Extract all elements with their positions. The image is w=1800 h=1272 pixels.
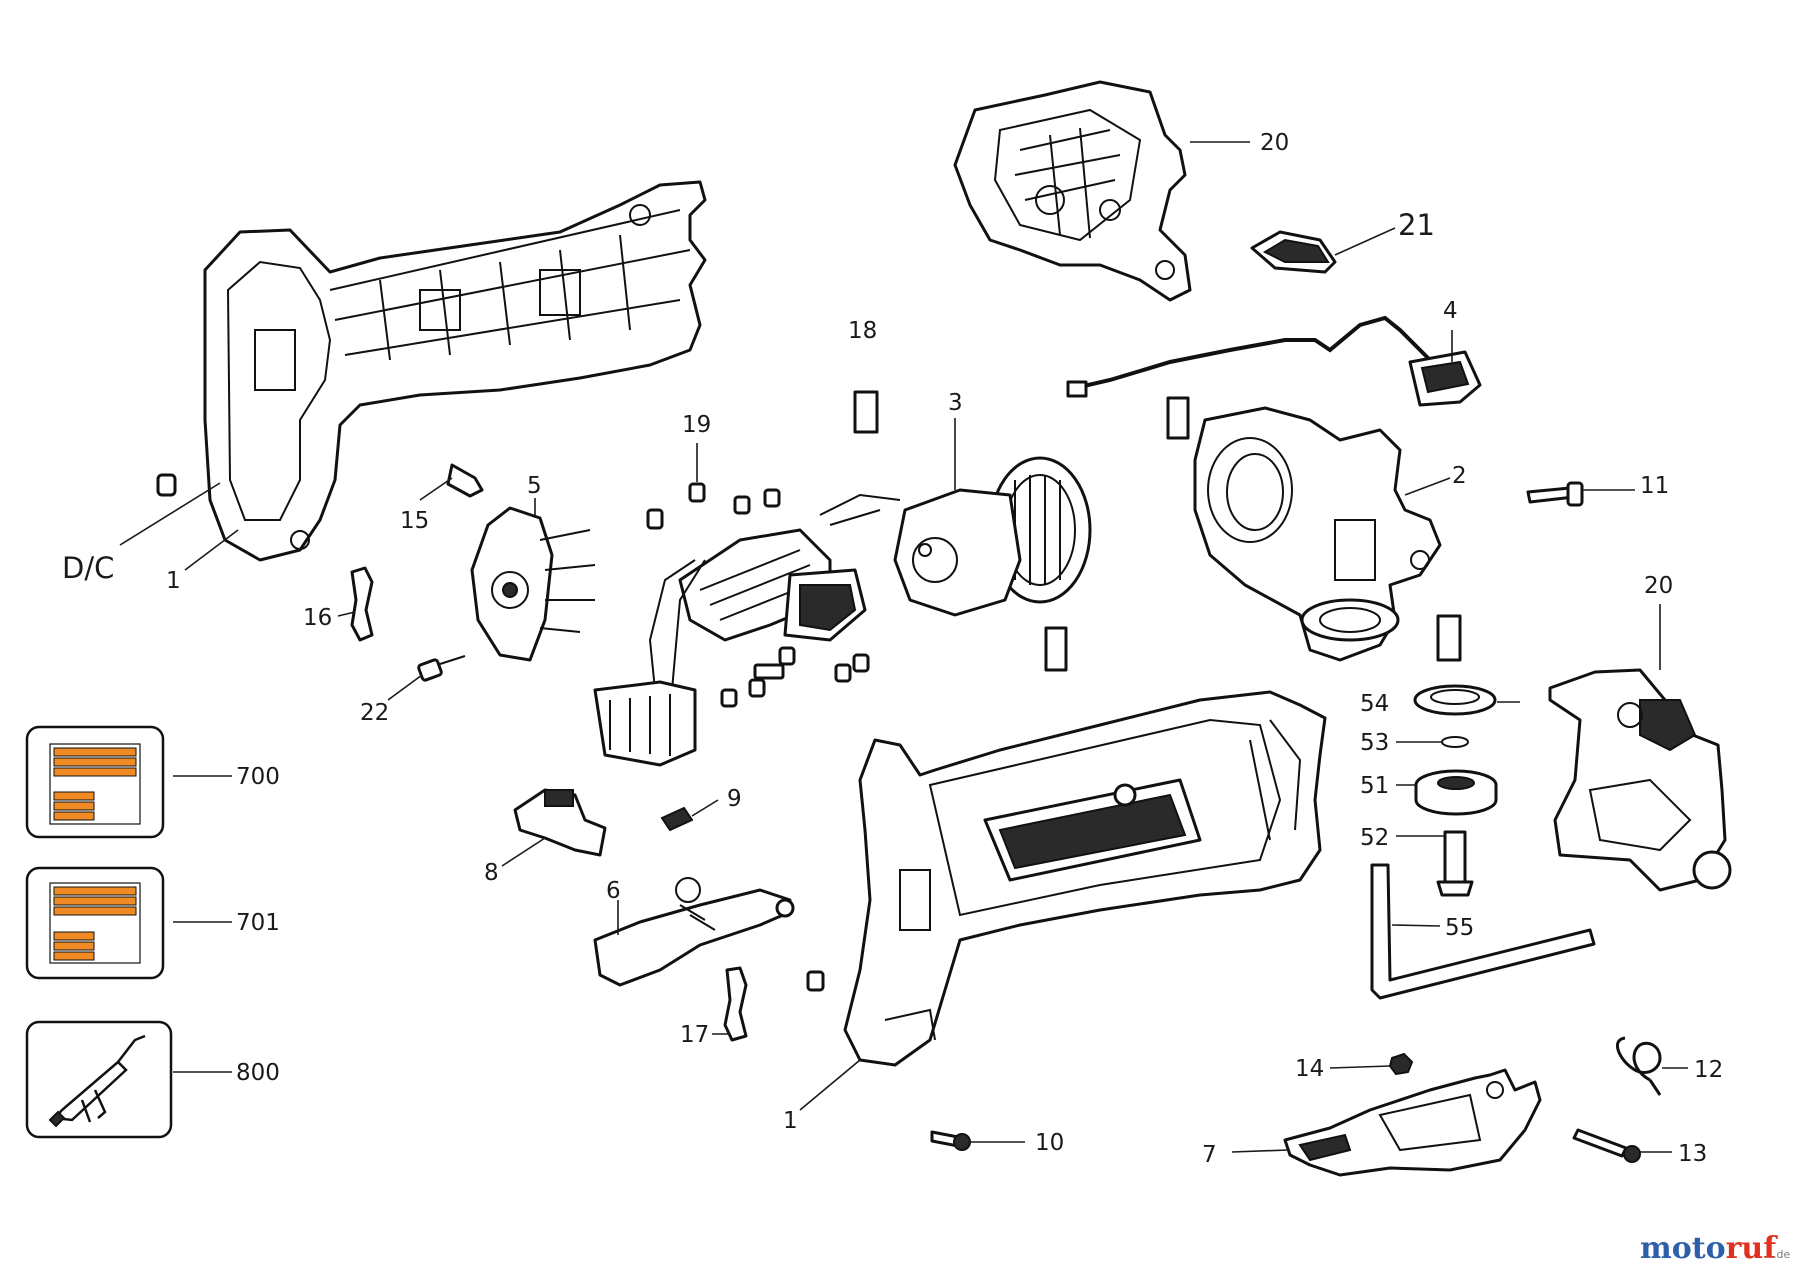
label-22: 22 [360, 700, 389, 726]
accessory-card-800 [25, 1020, 173, 1139]
part-4-cable-sensor [1066, 315, 1482, 407]
part-10-screw [930, 1130, 971, 1151]
label-1-lower: 1 [783, 1108, 798, 1134]
part-55-hex-key [1370, 863, 1596, 1000]
label-2: 2 [1452, 463, 1467, 489]
grease-gun-icon [52, 1034, 146, 1123]
watermark-suffix: .de [1773, 1248, 1790, 1261]
label-9: 9 [727, 786, 742, 812]
label-card-701 [25, 866, 165, 980]
label-21: 21 [1398, 208, 1435, 242]
part-20-housing-cover [953, 80, 1192, 302]
label-20-top: 20 [1260, 130, 1289, 156]
part-9-spring [660, 806, 694, 832]
label-4: 4 [1443, 298, 1458, 324]
part-number-labels: 20 21 18 4 3 19 5 15 2 11 D/C 1 16 22 20… [62, 130, 1723, 1168]
part-12-spring [1615, 1036, 1662, 1096]
part-16-clip [350, 566, 374, 642]
part-22-screw [417, 655, 466, 682]
label-20-right: 20 [1644, 573, 1673, 599]
label-6: 6 [606, 878, 621, 904]
watermark-logo: motoruf .de [1640, 1231, 1790, 1266]
svg-text:motoruf: motoruf [1640, 1231, 1778, 1266]
label-700: 700 [236, 764, 280, 790]
part-6-lock-lever [593, 877, 795, 987]
part-14-nut [1388, 1052, 1414, 1076]
label-1-upper: 1 [166, 568, 181, 594]
part-15-pin [446, 463, 484, 498]
label-8: 8 [484, 860, 499, 886]
label-10: 10 [1035, 1130, 1064, 1156]
part-19-caps [646, 482, 781, 530]
label-15: 15 [400, 508, 429, 534]
label-17: 17 [680, 1022, 709, 1048]
label-54: 54 [1360, 691, 1389, 717]
part-21-switch-button [1250, 230, 1337, 274]
label-53: 53 [1360, 730, 1389, 756]
part-13-screw [1572, 1128, 1641, 1163]
label-16: 16 [303, 605, 332, 631]
part-3-motor-electronics [593, 456, 1092, 767]
label-12: 12 [1694, 1057, 1723, 1083]
part-8-switch-slider [513, 788, 607, 857]
label-52: 52 [1360, 825, 1389, 851]
label-51: 51 [1360, 773, 1389, 799]
label-800: 800 [236, 1060, 280, 1086]
part-1-housing-left-half [203, 180, 707, 562]
part-11-screw [1526, 481, 1584, 507]
label-7: 7 [1202, 1142, 1217, 1168]
part-pads-lower [1044, 614, 1462, 672]
label-19: 19 [682, 412, 711, 438]
part-53-o-ring [1441, 736, 1469, 748]
label-card-700 [25, 725, 165, 839]
part-5-baffle [470, 506, 596, 662]
part-17-clip [723, 966, 748, 1042]
part-1-housing-right-half [843, 690, 1327, 1067]
part-54-seal [1413, 684, 1497, 716]
leader-lines [119, 141, 1688, 1153]
part-52-bolt [1436, 830, 1474, 897]
part-51-bearing [1414, 769, 1498, 816]
label-13: 13 [1678, 1141, 1707, 1167]
part-dc-insert [156, 473, 177, 497]
part-7-base-shoe [1283, 1068, 1542, 1177]
watermark-text-a: moto [1640, 1231, 1726, 1266]
label-55: 55 [1445, 915, 1474, 941]
part-20-guard-cover [1548, 668, 1732, 892]
part-pad-upper [1166, 396, 1190, 440]
part-cap-lower [806, 970, 825, 992]
part-18-pad [853, 390, 879, 434]
label-3: 3 [948, 390, 963, 416]
label-11: 11 [1640, 473, 1669, 499]
label-701: 701 [236, 910, 280, 936]
label-18: 18 [848, 318, 877, 344]
watermark-text-b: ruf [1726, 1231, 1779, 1266]
label-5: 5 [527, 473, 542, 499]
label-dc: D/C [62, 551, 114, 585]
part-2-gear-head [1193, 406, 1442, 662]
label-14: 14 [1295, 1056, 1324, 1082]
